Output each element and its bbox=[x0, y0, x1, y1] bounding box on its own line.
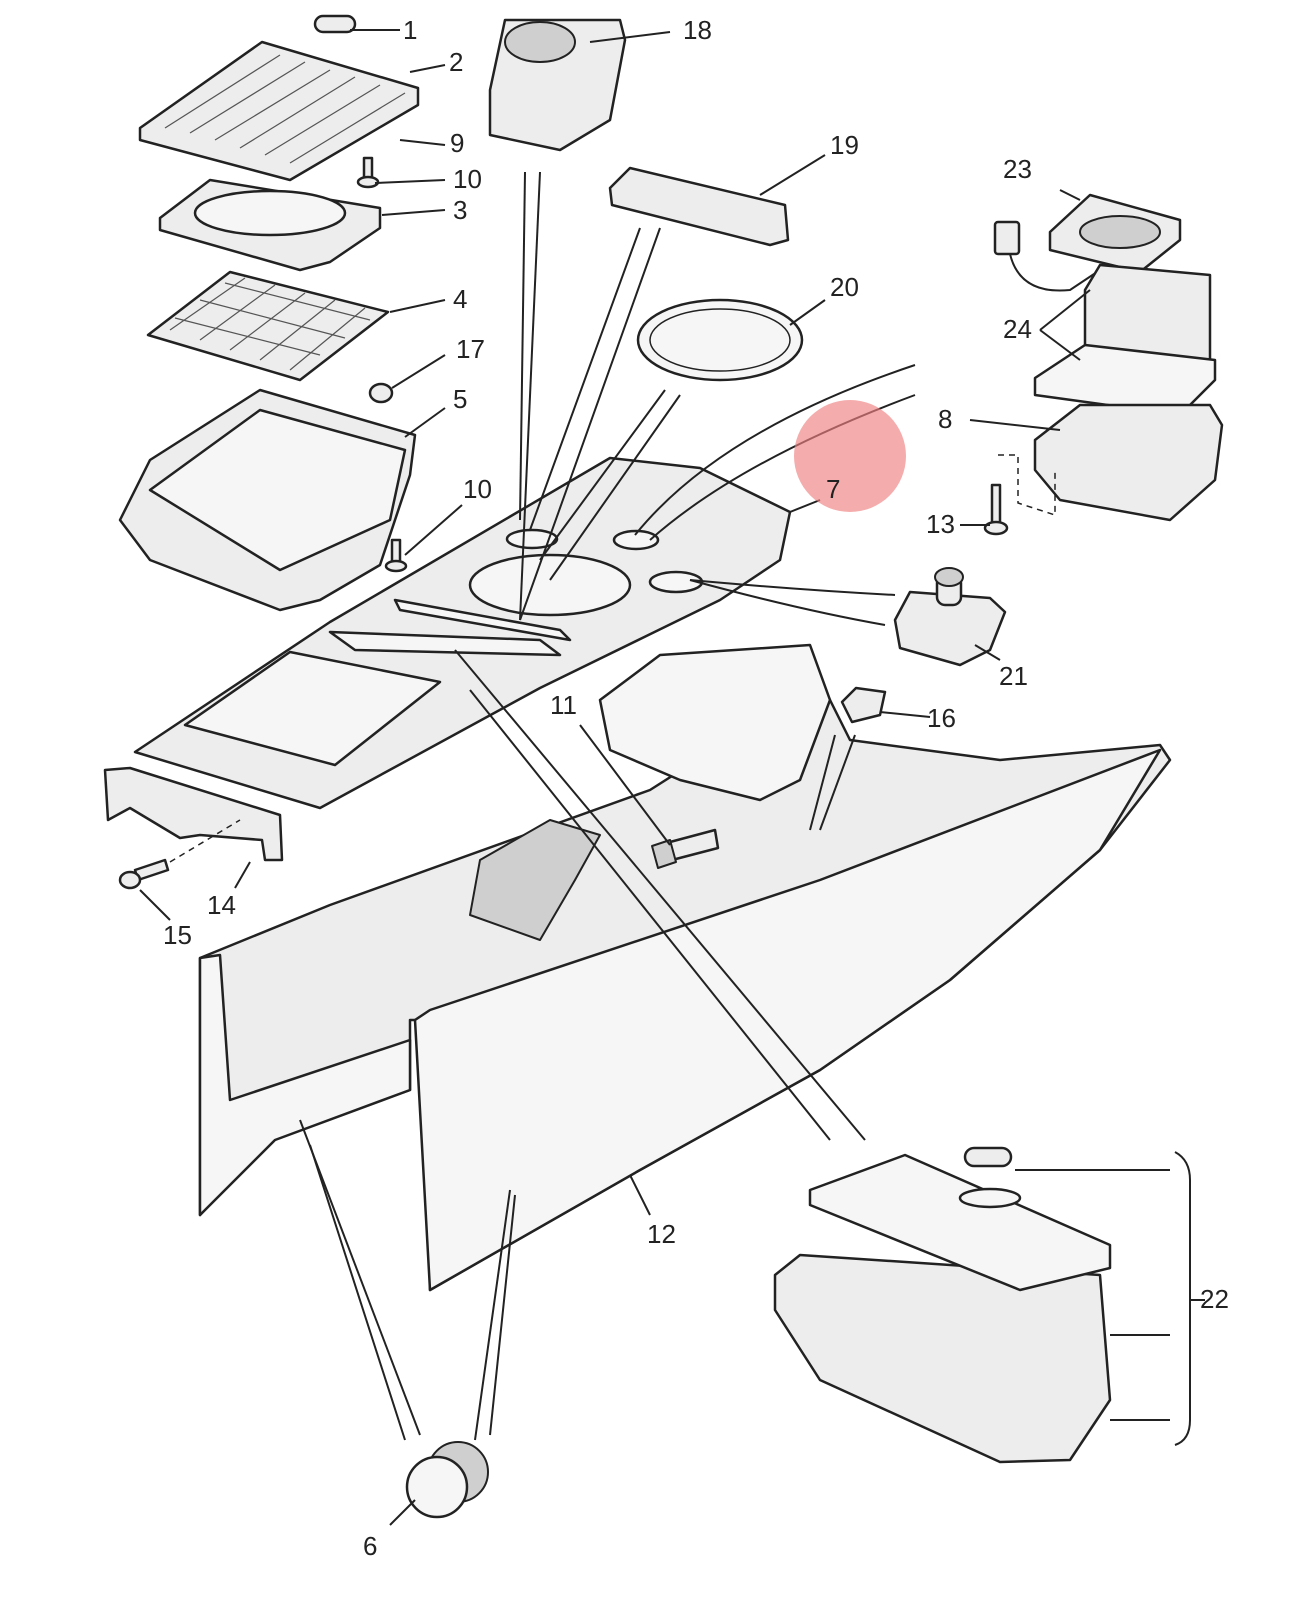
part-22-lid-slot bbox=[958, 1187, 1022, 1209]
callout-16: 16 bbox=[927, 703, 956, 733]
callout-10b: 10 bbox=[463, 474, 492, 504]
callout-10a: 10 bbox=[453, 164, 482, 194]
callout-9: 9 bbox=[450, 128, 464, 158]
cupholder-opening bbox=[468, 553, 632, 617]
part-15-screw bbox=[118, 858, 170, 890]
part-13-screw bbox=[983, 483, 1009, 536]
callout-24: 24 bbox=[1003, 314, 1032, 344]
callout-22: 22 bbox=[1200, 1284, 1229, 1314]
part-10-screw-lower bbox=[384, 538, 408, 573]
part-16-clip bbox=[840, 686, 887, 724]
part-21-joystick-cap bbox=[934, 567, 964, 587]
part-20-trim-ring bbox=[636, 298, 804, 382]
part-22-lid bbox=[808, 1153, 1112, 1292]
part-18-knob bbox=[504, 21, 576, 63]
callout-21: 21 bbox=[999, 661, 1028, 691]
part-23-wire bbox=[1009, 253, 1101, 292]
part-19-switch-bar bbox=[608, 166, 790, 247]
callout-18: 18 bbox=[683, 15, 712, 45]
part-22-tray bbox=[773, 1253, 1112, 1464]
callout-14: 14 bbox=[207, 890, 236, 920]
part-6-plug-front bbox=[405, 1455, 469, 1519]
callout-8: 8 bbox=[938, 404, 952, 434]
callout-23: 23 bbox=[1003, 154, 1032, 184]
part-4-mesh-mat bbox=[146, 270, 390, 382]
callout-11: 11 bbox=[550, 690, 577, 720]
callout-7: 7 bbox=[826, 474, 840, 504]
switch-opening-b bbox=[612, 529, 660, 551]
callout-19: 19 bbox=[830, 130, 859, 160]
console-display-opening bbox=[183, 650, 442, 767]
mesh-pattern bbox=[169, 277, 371, 371]
part-1-button bbox=[313, 14, 357, 34]
center-tunnel bbox=[469, 819, 601, 941]
callout-6: 6 bbox=[363, 1531, 377, 1561]
part-23-grille-mesh bbox=[1079, 215, 1161, 249]
callout-4: 4 bbox=[453, 284, 467, 314]
callout-15: 15 bbox=[163, 920, 192, 950]
part-5-bin-interior bbox=[148, 408, 407, 572]
part-22-button bbox=[963, 1146, 1013, 1168]
side-rail bbox=[598, 643, 832, 802]
slot-opening bbox=[328, 630, 562, 657]
part-9-gasket bbox=[139, 104, 419, 181]
part-20-inner bbox=[649, 308, 791, 372]
callout-1: 1 bbox=[403, 15, 417, 45]
callout-12: 12 bbox=[647, 1219, 676, 1249]
callout-20: 20 bbox=[830, 272, 859, 302]
part-8-housing bbox=[1033, 403, 1224, 522]
slot-opening-2 bbox=[393, 598, 572, 642]
callout-labels: 1 2 3 4 5 6 7 8 9 10 10 11 12 13 14 15 1… bbox=[163, 15, 1229, 1561]
highlight-marker bbox=[794, 400, 906, 512]
part-23-connector bbox=[993, 220, 1021, 256]
part-3-ring bbox=[193, 189, 347, 237]
part-24-frame bbox=[1033, 343, 1217, 417]
lid-ribs bbox=[164, 54, 406, 164]
part-11-bolt bbox=[651, 828, 720, 869]
part-13-guide bbox=[998, 454, 1056, 517]
right-side-panel bbox=[413, 748, 1162, 1292]
callout-5: 5 bbox=[453, 384, 467, 414]
callout-2: 2 bbox=[449, 47, 463, 77]
callout-17: 17 bbox=[456, 334, 485, 364]
left-side-panel bbox=[198, 953, 412, 1217]
callout-3: 3 bbox=[453, 195, 467, 225]
part-14-bracket bbox=[103, 766, 284, 862]
part-17-grommet bbox=[368, 382, 394, 404]
callout-13: 13 bbox=[926, 509, 955, 539]
switch-opening-a bbox=[505, 528, 559, 550]
